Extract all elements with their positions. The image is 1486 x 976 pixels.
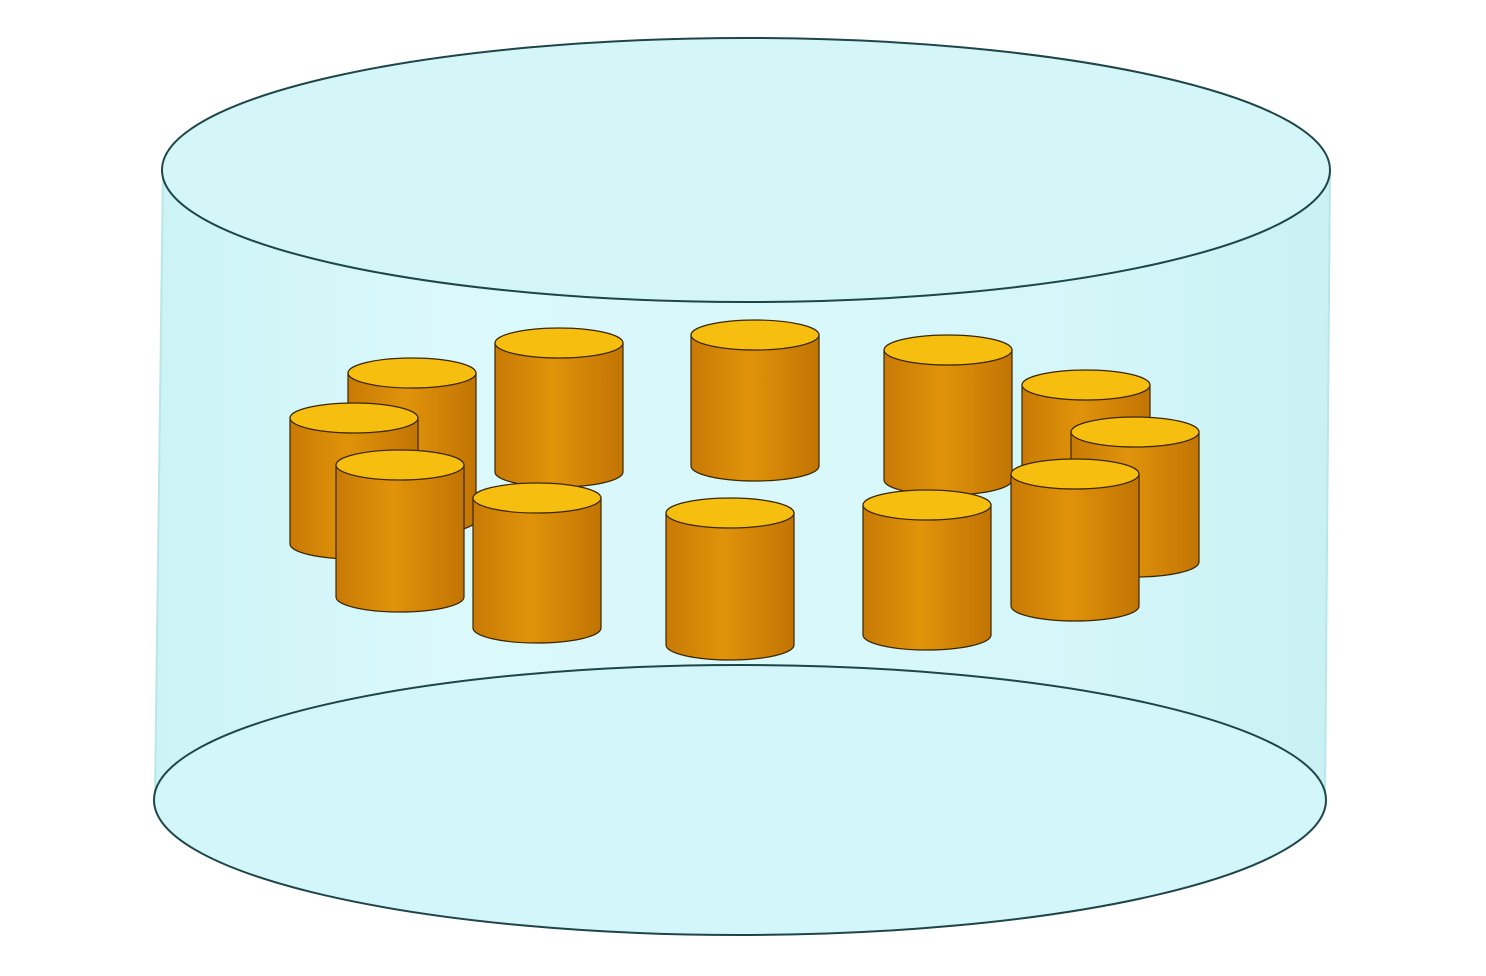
cylinder-top — [335, 449, 465, 481]
cylinder-body — [665, 512, 795, 661]
small-cylinder — [883, 334, 1013, 496]
cylinder-top — [347, 357, 477, 389]
small-cylinder — [665, 497, 795, 661]
small-cylinder — [494, 327, 624, 488]
small-cylinder — [472, 482, 602, 644]
cylinder-top — [472, 482, 602, 514]
object-group — [289, 319, 1200, 661]
cylinder-top — [1070, 416, 1200, 448]
container-left-edge — [154, 169, 164, 798]
cylinder-body — [1010, 473, 1140, 622]
container-top — [161, 37, 1331, 303]
small-cylinder — [690, 319, 820, 482]
container-bottom — [153, 664, 1327, 936]
cylinder-body — [883, 349, 1013, 496]
cylinder-body — [862, 504, 992, 651]
cylinder-body — [472, 497, 602, 644]
cylinder-top — [1010, 458, 1140, 490]
cylinder-body — [335, 464, 465, 613]
cylinder-top — [862, 489, 992, 521]
small-cylinder — [1010, 458, 1140, 622]
cylinder-top — [665, 497, 795, 529]
small-cylinder — [862, 489, 992, 651]
cylinder-body — [690, 334, 820, 482]
cylinder-top — [690, 319, 820, 351]
cylinder-body — [494, 342, 624, 488]
cylinder-top — [883, 334, 1013, 366]
cylinder-top — [1021, 369, 1151, 401]
small-cylinder — [335, 449, 465, 613]
cylinder-top — [494, 327, 624, 359]
cylinder-top — [289, 402, 419, 434]
container-right-edge — [1324, 169, 1331, 798]
